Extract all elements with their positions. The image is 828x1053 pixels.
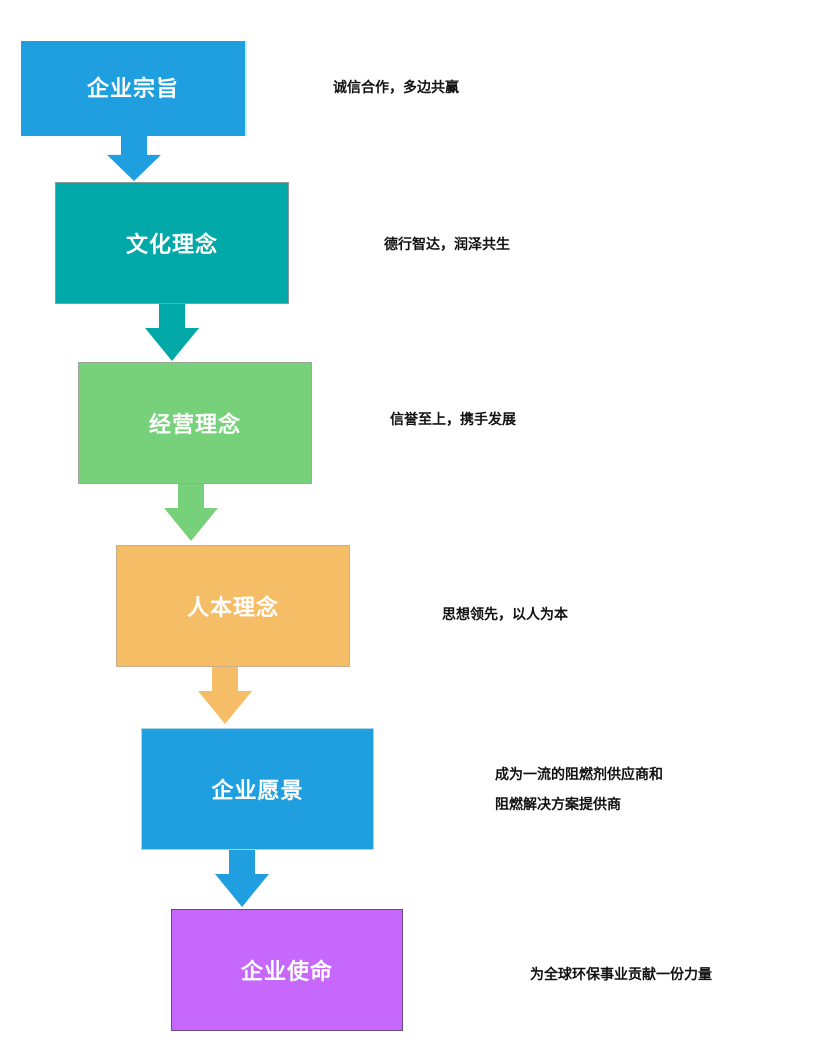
step-title: 企业使命 (240, 960, 333, 985)
step-title: 企业宗旨 (86, 76, 179, 102)
description-line: 阻燃解决方案提供商 (495, 797, 621, 813)
step-description: 信誉至上，携手发展 (390, 405, 516, 435)
arrow-shape (107, 136, 161, 181)
step-box-people-philosophy: 人本理念 (116, 545, 350, 667)
description-line: 诚信合作，多边共赢 (333, 80, 459, 96)
step-title: 人本理念 (186, 596, 279, 621)
down-arrow-icon (145, 304, 199, 361)
description-line: 为全球环保事业贡献一份力量 (530, 967, 712, 983)
step-title: 经营理念 (148, 413, 241, 438)
step-box-corporate-mission: 企业使命 (171, 909, 403, 1031)
down-arrow-icon (198, 667, 252, 724)
step-description: 成为一流的阻燃剂供应商和 阻燃解决方案提供商 (495, 760, 663, 820)
step-box-culture-philosophy: 文化理念 (55, 182, 289, 304)
step-description: 德行智达，润泽共生 (384, 230, 510, 260)
description-line: 信誉至上，携手发展 (390, 412, 516, 428)
down-arrow-icon (215, 850, 269, 907)
arrow-shape (198, 667, 252, 724)
step-box-corporate-purpose: 企业宗旨 (21, 41, 247, 136)
step-description: 为全球环保事业贡献一份力量 (530, 960, 712, 990)
arrow-shape (164, 484, 218, 541)
down-arrow-icon (164, 484, 218, 541)
arrow-shape (215, 850, 269, 907)
step-title: 文化理念 (125, 233, 218, 258)
description-line: 德行智达，润泽共生 (384, 237, 510, 253)
description-line: 思想领先，以人为本 (442, 607, 568, 623)
step-title: 企业愿景 (211, 779, 304, 804)
step-box-business-philosophy: 经营理念 (78, 362, 312, 484)
step-description: 思想领先，以人为本 (442, 600, 568, 630)
step-description: 诚信合作，多边共赢 (333, 73, 459, 103)
arrow-shape (145, 304, 199, 361)
step-box-corporate-vision: 企业愿景 (141, 728, 374, 850)
description-line: 成为一流的阻燃剂供应商和 (495, 767, 663, 783)
down-arrow-icon (107, 136, 161, 181)
